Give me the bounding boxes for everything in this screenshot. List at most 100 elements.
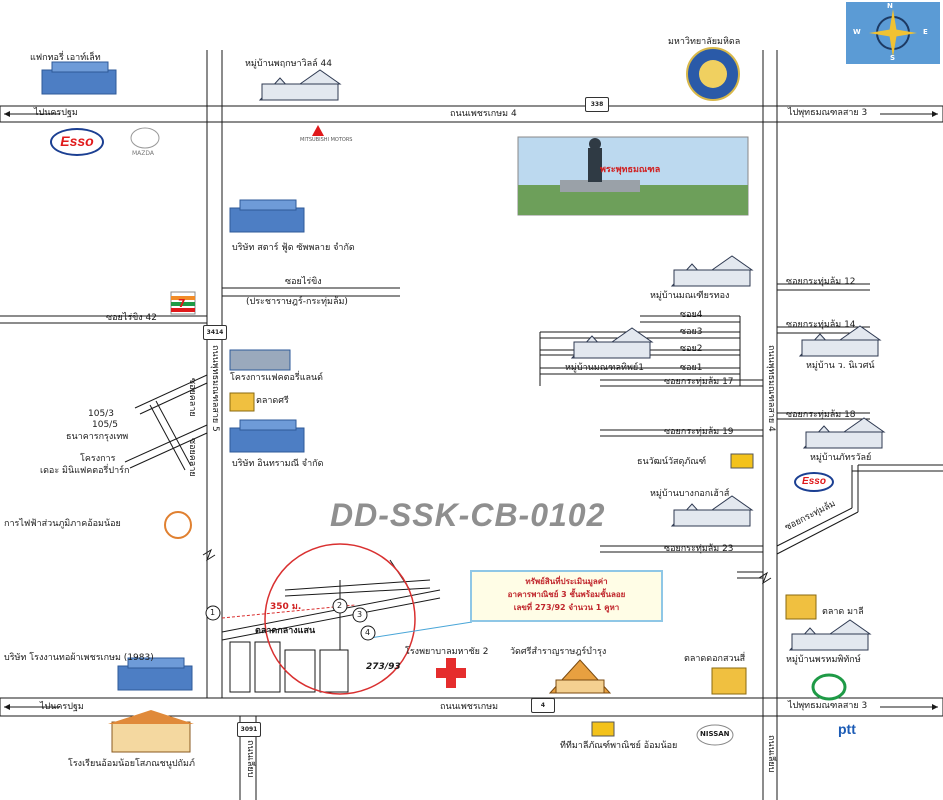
route-shield-bottom: 4	[531, 698, 555, 713]
road-label-bottom-vertical-left: ถนนเลียบ	[245, 740, 255, 778]
mitsubishi-label: MITSUBISHI MOTORS	[300, 137, 353, 143]
road-label-bottom-right: ไปพุทธมณฑลสาย 3	[788, 701, 868, 711]
factory-project-label: โครงการแฟคตอรี่แลนด์	[230, 373, 324, 383]
hospital-label: โรงพยาบาลมหาชัย 2	[405, 647, 489, 657]
marker-4: 4	[365, 628, 371, 637]
callout-line-3: เลขที่ 273/92 จำนวน 1 คูหา	[513, 603, 620, 612]
road-label-left-vertical: ถนนพุทธมณฑลสาย 5	[210, 345, 220, 432]
soi-rai-khing-42-label: ซอยไร่ขิง 42	[106, 313, 158, 323]
intrawest-label: บริษัท อินทรามณี จำกัด	[232, 459, 324, 469]
shop-sign-icon-2	[591, 721, 615, 737]
village-thian-label: หมู่บ้านมณเฑียรทอง	[650, 291, 730, 301]
soi-17-label: ซอยกระทุ่มล้ม 17	[664, 377, 734, 387]
hospital-cross-icon	[434, 656, 468, 690]
compass-e: E	[923, 28, 928, 36]
office-building-icons	[41, 61, 305, 691]
mitsubishi-logo-icon	[312, 125, 324, 136]
village-44-label: หมู่บ้านพฤกษาวิลล์ 44	[245, 59, 332, 69]
soi-3-label: ซอย3	[680, 327, 703, 337]
village-phrom-label: หมู่บ้านพรหมพิทักษ์	[786, 655, 861, 665]
soi-left-c-label: ซอยคลาย	[187, 378, 197, 417]
property-callout: ทรัพย์สินที่ประเมินมูลค่า อาคารพาณิชย์ 3…	[470, 570, 663, 622]
compass-rose-icon	[846, 2, 940, 64]
soi-18-label: ซอยกระทุ่มล้ม 18	[786, 410, 856, 420]
left-diagonal-sois	[124, 374, 208, 471]
left-vertical-road	[202, 50, 223, 698]
village-thanya-label: หมู่บ้านภัทรวัลย์	[810, 453, 872, 463]
top-main-road	[0, 105, 943, 123]
esso-logo-top: Esso	[50, 128, 104, 156]
soi-left-d-label: ซอยคลาย	[187, 438, 197, 477]
village-phiwat-label: หมู่บ้าน ว. นิเวศน์	[806, 361, 875, 371]
school-icon	[108, 710, 194, 753]
university-seal-core	[699, 60, 727, 88]
bank-label: ธนาคารกรุงเทพ	[66, 432, 129, 442]
temple-label: วัดศรีสำราญราษฎร์บำรุง	[510, 647, 607, 657]
soi-4-label: ซอย4	[680, 310, 703, 320]
route-shield-left: 3414	[203, 325, 227, 340]
bank-logo-icon	[811, 673, 847, 701]
compass-s: S	[890, 54, 896, 62]
buddha-label: พระพุทธมณฑล	[600, 165, 661, 175]
shop-sign-icon	[730, 453, 754, 469]
market-icons	[229, 392, 817, 695]
marker-2: 2	[337, 601, 343, 610]
market-klang-label: ตลาดกลางแสน	[255, 626, 316, 636]
mazda-logo-icon	[130, 127, 160, 149]
road-label-right-vertical: ถนนพุทธมณฑลสาย 4	[766, 345, 776, 432]
numbered-markers	[205, 598, 376, 641]
project-label: โครงการ	[80, 454, 116, 464]
house-icons	[258, 69, 886, 651]
market-dok-label: ตลาดดอกสวนสี่	[684, 654, 746, 664]
soi-rai-khing-road	[0, 287, 400, 324]
shop-om-label: ทีทีมาลีภัณฑ์พาณิชย์ อ้อมน้อย	[560, 741, 678, 751]
road-label-top-left: ไปนครปฐม	[34, 108, 78, 118]
village-bangkok-label: หมู่บ้านบางกอกเฮ้าส์	[650, 489, 730, 499]
soi-14-label: ซอยกระทุ่มล้ม 14	[786, 320, 856, 330]
seven-eleven-label: 7	[178, 297, 186, 310]
mazda-label: MAZDA	[132, 150, 155, 157]
university-label: มหาวิทยาลัยมหิดล	[668, 37, 741, 47]
company-1983-label: บริษัท โรงงานทอผ้าเพชรเกษม (1983)	[4, 653, 154, 663]
pea-logo-icon	[164, 511, 192, 539]
buddha-photo	[517, 136, 749, 216]
ptt-logo: ptt	[838, 721, 856, 737]
road-label-top-right: ไปพุทธมณฑลสาย 3	[788, 108, 868, 118]
compass-w: W	[853, 28, 861, 36]
marker-3: 3	[357, 610, 363, 619]
nissan-label: NISSAN	[700, 730, 730, 738]
soi-19-label: ซอยกระทุ่มล้ม 19	[664, 427, 734, 437]
callout-line-2: อาคารพาณิชย์ 3 ชั้นพร้อมชั้นลอย	[507, 590, 626, 599]
road-label-bottom-left: ไปนครปฐม	[40, 702, 84, 712]
distance-label: 350 ม.	[270, 602, 302, 612]
soi-rai-khing-sub-label: (ประชาราษฎร์-กระทุ่มล้ม)	[246, 297, 348, 307]
route-shield-bottom-left: 3091	[237, 722, 261, 737]
temple-icon	[548, 659, 612, 694]
road-label-top-mid: ถนนเพชรเกษม 4	[450, 109, 517, 119]
soi-23-label: ซอยกระทุ่มล้ม 23	[664, 544, 734, 554]
village-mon-label: หมู่บ้านมณฑลทิพย์1	[565, 363, 644, 373]
soi-rai-khing-label: ซอยไร่ขิง	[285, 277, 322, 287]
property-highlight-circle	[264, 543, 416, 695]
project-mini-label: เดอะ มินิแฟคตอรี่ปาร์ก	[40, 466, 130, 476]
lot-code-label: 273/93	[366, 662, 401, 672]
route-shield-top: 338	[585, 97, 609, 112]
compass-n: N	[887, 2, 893, 10]
soi-2-label: ซอย2	[680, 344, 703, 354]
nissan-logo-icon	[696, 724, 734, 746]
road-label-bottom-mid: ถนนเพชรเกษม	[440, 702, 499, 712]
school-label: โรงเรียนอ้อมน้อยโสภณชนูปถัมภ์	[68, 759, 195, 769]
soi-12-label: ซอยกระทุ่มล้ม 12	[786, 277, 856, 287]
market-mali-label: ตลาด มาลี	[822, 607, 864, 617]
target-area-blocks	[221, 559, 441, 693]
callout-leader-line	[369, 621, 473, 639]
callout-line-1: ทรัพย์สินที่ประเมินมูลค่า	[525, 577, 608, 586]
factory-outlet-label: แฟกทอรี่ เอาท์เล็ท	[30, 53, 101, 63]
esso-logo-right: Esso	[794, 472, 834, 492]
marker-1: 1	[210, 608, 216, 617]
soi-1-label: ซอย1	[680, 363, 703, 373]
market-sri-label: ตลาดศรี	[256, 396, 289, 406]
right-vertical-road	[758, 50, 778, 800]
